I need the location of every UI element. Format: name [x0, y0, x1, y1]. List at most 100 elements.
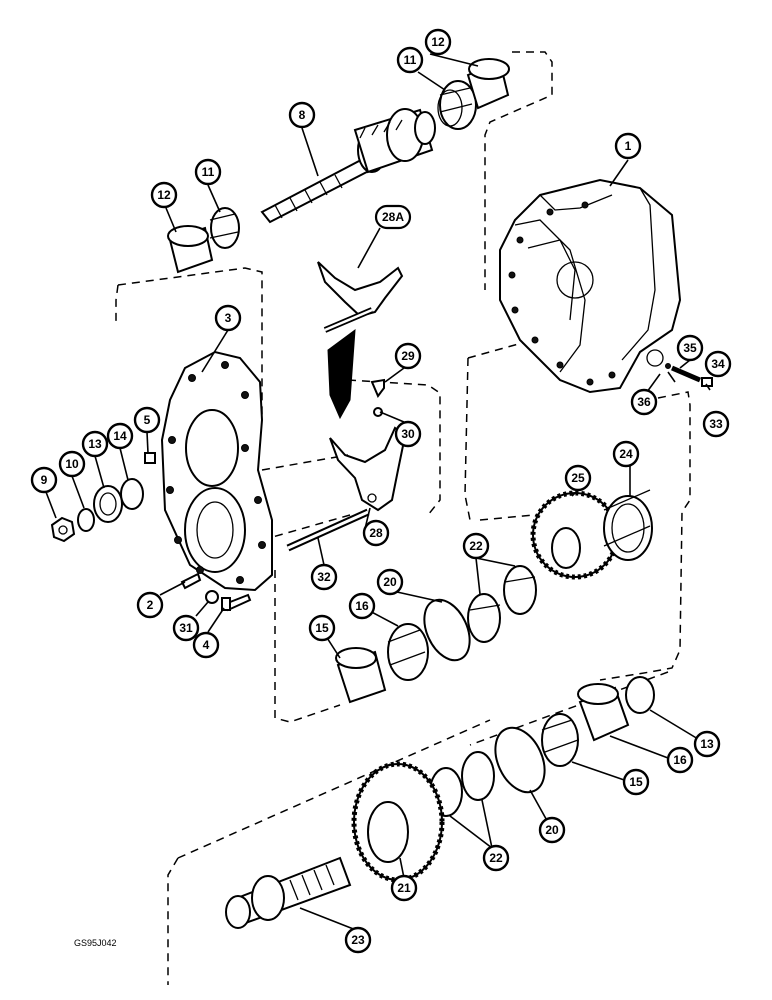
- svg-text:4: 4: [203, 638, 210, 652]
- callout-16-middle: 16: [348, 592, 376, 620]
- callout-36: 36: [630, 388, 658, 416]
- callout-11-upper: 11: [396, 46, 424, 74]
- svg-text:36: 36: [637, 395, 651, 409]
- svg-text:34: 34: [711, 357, 725, 371]
- snap-ring-part-20-lower: [494, 726, 546, 794]
- callout-8: 8: [288, 101, 316, 129]
- pin-spring-parts: [665, 363, 713, 387]
- callout-15-middle: 15: [308, 614, 336, 642]
- cup-part-15-middle: [335, 647, 387, 704]
- washer-part-31: [205, 590, 219, 604]
- svg-text:12: 12: [431, 35, 445, 49]
- callout-34: 34: [704, 350, 732, 378]
- callout-29: 29: [394, 342, 422, 370]
- svg-text:5: 5: [144, 413, 151, 427]
- seal-part-13: [93, 485, 123, 523]
- svg-text:16: 16: [355, 599, 369, 613]
- callout-22-middle: 22: [462, 532, 490, 560]
- gear-part-21: [351, 761, 445, 883]
- dowel-part-2: [180, 572, 202, 590]
- callout-25: 25: [564, 464, 592, 492]
- svg-text:32: 32: [317, 570, 331, 584]
- cup-part-12-lower: [167, 225, 214, 274]
- bearing-part-11-upper: [437, 80, 477, 130]
- callout-14: 14: [106, 422, 134, 450]
- callout-30: 30: [394, 420, 422, 448]
- output-shaft-part-23: [225, 856, 352, 929]
- screw-part-29: [370, 378, 385, 398]
- svg-text:20: 20: [545, 823, 559, 837]
- bearings-part-22-middle: [467, 565, 537, 643]
- callout-33: 33: [702, 410, 730, 438]
- svg-text:2: 2: [147, 598, 154, 612]
- input-shaft-part-8: [260, 108, 436, 224]
- cup-part-12-upper: [466, 58, 510, 110]
- washer-part-10: [77, 508, 95, 532]
- svg-text:29: 29: [401, 349, 415, 363]
- bearing-part-16-middle: [387, 623, 429, 681]
- svg-text:21: 21: [397, 881, 411, 895]
- callout-16-lower: 16: [666, 746, 694, 774]
- shift-fork-part-28a: [317, 261, 404, 333]
- callout-35: 35: [676, 334, 704, 362]
- svg-text:8: 8: [299, 108, 306, 122]
- svg-text:23: 23: [351, 933, 365, 947]
- seal-part-13-lower: [625, 676, 655, 714]
- callout-28: 28: [362, 519, 390, 547]
- callout-32: 32: [310, 563, 338, 591]
- callout-5: 5: [133, 406, 161, 434]
- figure-reference-code: GS95J042: [74, 938, 117, 948]
- svg-text:20: 20: [383, 575, 397, 589]
- plug-part-5: [144, 452, 156, 464]
- svg-text:10: 10: [65, 457, 79, 471]
- housing-part-1: [499, 178, 682, 394]
- svg-text:33: 33: [709, 417, 723, 431]
- callout-28a: 28A: [374, 204, 412, 230]
- callout-20-lower: 20: [538, 816, 566, 844]
- svg-text:3: 3: [225, 311, 232, 325]
- snap-ring-part-20-middle: [423, 598, 471, 662]
- svg-text:25: 25: [571, 471, 585, 485]
- callout-11-lower: 11: [194, 158, 222, 186]
- ring-part-24: [603, 489, 653, 561]
- callout-12-lower: 12: [150, 181, 178, 209]
- callout-15-lower: 15: [622, 768, 650, 796]
- callout-20-middle: 20: [376, 568, 404, 596]
- svg-text:24: 24: [619, 447, 633, 461]
- callout-13-right: 13: [693, 730, 721, 758]
- callout-24: 24: [612, 440, 640, 468]
- callout-10: 10: [58, 450, 86, 478]
- svg-text:35: 35: [683, 341, 697, 355]
- svg-text:14: 14: [113, 429, 127, 443]
- svg-text:1: 1: [625, 139, 632, 153]
- svg-text:28: 28: [369, 526, 383, 540]
- svg-text:11: 11: [404, 53, 417, 67]
- callout-12-upper: 12: [424, 28, 452, 56]
- svg-text:30: 30: [401, 427, 415, 441]
- callout-31: 31: [172, 614, 200, 642]
- callout-23: 23: [344, 926, 372, 954]
- callout-21: 21: [390, 874, 418, 902]
- svg-text:9: 9: [41, 473, 48, 487]
- direction-arrow: [327, 328, 356, 420]
- svg-text:22: 22: [469, 539, 483, 553]
- bearing-part-15-lower: [541, 713, 579, 767]
- svg-text:12: 12: [157, 188, 171, 202]
- svg-text:15: 15: [629, 775, 643, 789]
- ring-part-14: [120, 478, 144, 510]
- callout-9: 9: [30, 466, 58, 494]
- shift-fork-part-28: [329, 426, 407, 512]
- cup-part-16-lower: [577, 683, 630, 742]
- svg-text:13: 13: [700, 737, 714, 751]
- callout-1: 1: [614, 132, 642, 160]
- callout-2: 2: [136, 591, 164, 619]
- svg-text:28A: 28A: [382, 210, 404, 224]
- bearing-part-11-lower: [209, 207, 240, 249]
- callout-13-left: 13: [81, 430, 109, 458]
- svg-text:16: 16: [673, 753, 687, 767]
- svg-text:13: 13: [88, 437, 102, 451]
- svg-text:11: 11: [202, 165, 215, 179]
- plate-part-3: [160, 350, 273, 592]
